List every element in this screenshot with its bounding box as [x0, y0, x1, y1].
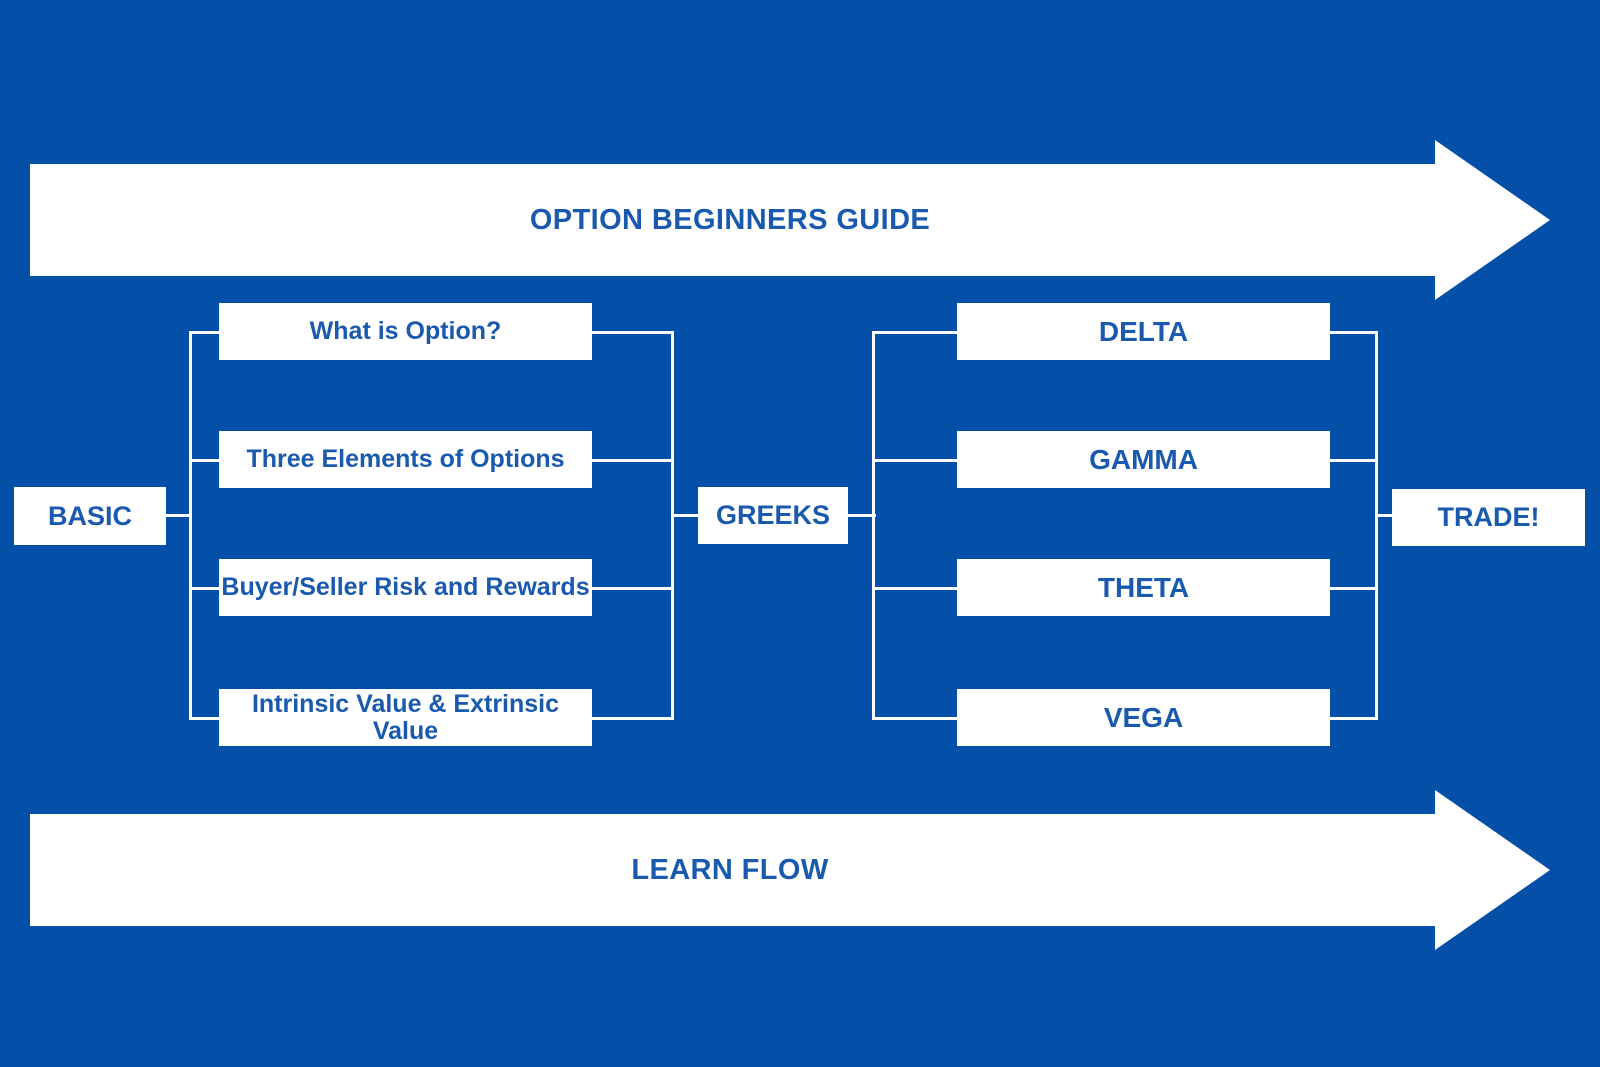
node-vega[interactable]: VEGA	[957, 689, 1330, 746]
connector-greeks-to-trade	[1375, 514, 1397, 517]
node-basic-label: BASIC	[47, 500, 132, 531]
connector-basic-out-spine	[671, 331, 674, 720]
node-theta-label: THETA	[1097, 571, 1190, 603]
node-what-is-option-label: What is Option?	[309, 317, 502, 346]
bottom-banner-label: LEARN FLOW	[631, 854, 829, 886]
connector-greeks-spine	[872, 331, 875, 720]
top-arrow-shape	[30, 140, 1550, 300]
node-buyer-seller-risk-label: Buyer/Seller Risk and Rewards	[221, 573, 590, 602]
connector-basic-out-arm-1	[592, 331, 674, 334]
node-intrinsic-extrinsic-label: Intrinsic Value & Extrinsic Value	[251, 690, 560, 745]
connector-basic-arm-4	[189, 717, 223, 720]
node-buyer-seller-risk[interactable]: Buyer/Seller Risk and Rewards	[219, 559, 592, 616]
connector-greeks-out-arm-4	[1330, 717, 1378, 720]
connector-basic-out-arm-2	[592, 459, 674, 462]
node-intrinsic-extrinsic[interactable]: Intrinsic Value & Extrinsic Value	[219, 689, 592, 746]
connector-basic-spine	[189, 331, 192, 719]
node-vega-label: VEGA	[1103, 701, 1184, 733]
connector-basic-stub	[166, 514, 192, 517]
connector-greeks-stub	[848, 514, 876, 517]
top-banner-label: OPTION BEGINNERS GUIDE	[529, 204, 931, 236]
top-banner-arrow: OPTION BEGINNERS GUIDE	[30, 140, 1550, 300]
node-theta[interactable]: THETA	[957, 559, 1330, 616]
connector-greeks-out-arm-3	[1330, 587, 1378, 590]
node-three-elements[interactable]: Three Elements of Options	[219, 431, 592, 488]
node-greeks-label: GREEKS	[715, 500, 831, 531]
node-greeks[interactable]: GREEKS	[698, 487, 848, 544]
connector-basic-out-arm-4	[592, 717, 674, 720]
connector-greeks-out-spine	[1375, 331, 1378, 720]
node-three-elements-label: Three Elements of Options	[246, 445, 565, 474]
node-delta[interactable]: DELTA	[957, 303, 1330, 360]
connector-basic-out-arm-3	[592, 587, 674, 590]
connector-greeks-out-arm-1	[1330, 331, 1378, 334]
node-trade-label: TRADE!	[1437, 502, 1540, 533]
connector-greeks-arm-4	[872, 717, 960, 720]
connector-basic-arm-2	[189, 459, 223, 462]
node-basic[interactable]: BASIC	[14, 487, 166, 545]
connector-greeks-out-arm-2	[1330, 459, 1378, 462]
bottom-arrow-shape	[30, 790, 1550, 950]
node-gamma-label: GAMMA	[1089, 443, 1198, 475]
node-what-is-option[interactable]: What is Option?	[219, 303, 592, 360]
connector-greeks-arm-2	[872, 459, 960, 462]
connector-greeks-arm-3	[872, 587, 960, 590]
node-gamma[interactable]: GAMMA	[957, 431, 1330, 488]
connector-basic-arm-1	[189, 331, 223, 334]
connector-greeks-arm-1	[872, 331, 960, 334]
bottom-banner-arrow: LEARN FLOW	[30, 790, 1550, 950]
connector-basic-to-greeks	[671, 514, 701, 517]
node-delta-label: DELTA	[1098, 315, 1189, 347]
node-trade[interactable]: TRADE!	[1392, 489, 1585, 546]
connector-basic-arm-3	[189, 587, 223, 590]
